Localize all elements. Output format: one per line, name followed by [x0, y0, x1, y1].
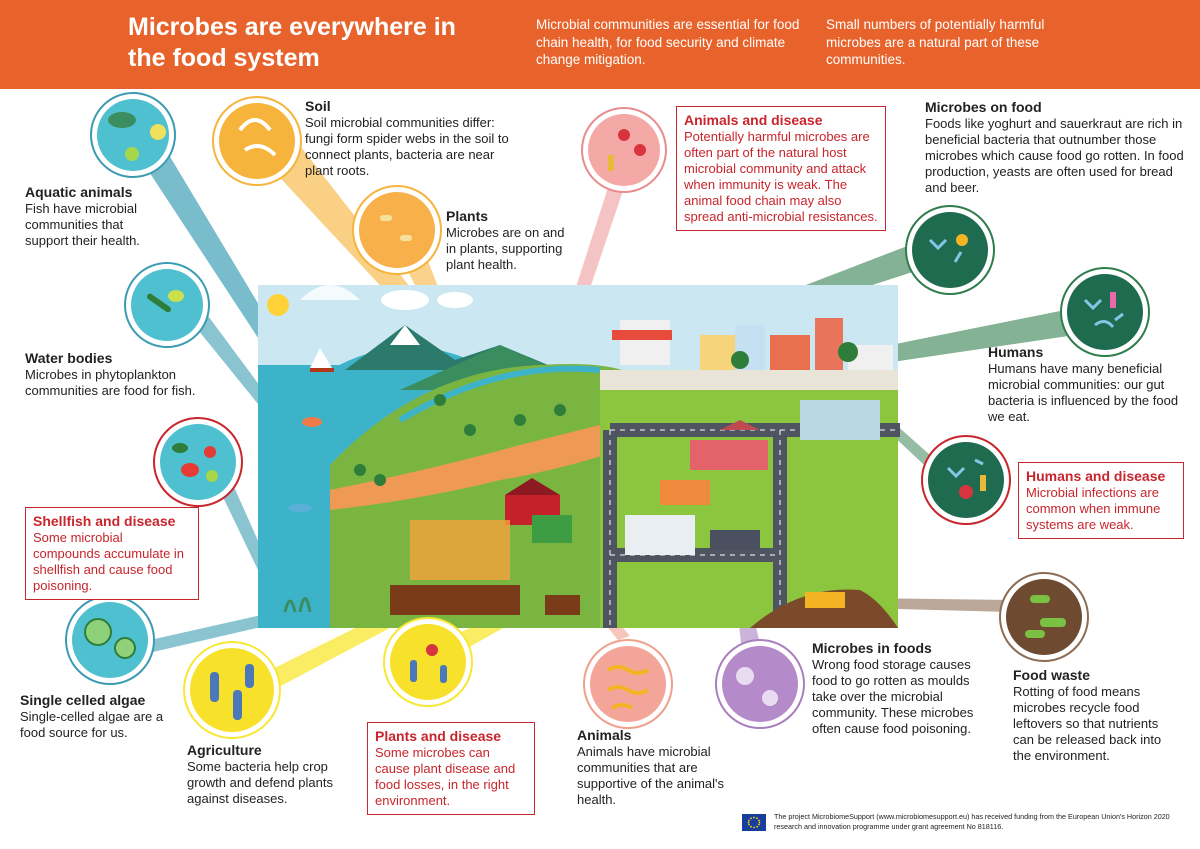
label-title: Microbes on food — [925, 99, 1042, 115]
label-body: Fish have microbial communities that sup… — [25, 201, 140, 248]
animals-microscope — [583, 639, 673, 729]
humans-microscope — [1060, 267, 1150, 357]
label-title: Shellfish and disease — [33, 513, 176, 529]
label-body: Wrong food storage causes food to go rot… — [812, 657, 974, 736]
label-food-waste: Food waste Rotting of food means microbe… — [1013, 666, 1168, 764]
animals-disease-microscope — [581, 107, 667, 193]
label-microbes-in-foods: Microbes in foods Wrong food storage cau… — [812, 639, 982, 737]
label-body: Some microbial compounds accumulate in s… — [33, 530, 185, 593]
label-body: Animals have microbial communities that … — [577, 744, 725, 807]
microbes-in-foods-microscope — [715, 639, 805, 729]
header-banner: Microbes are everywhere in the food syst… — [0, 0, 1200, 89]
agriculture-microscope — [183, 641, 281, 739]
food-waste-microscope — [999, 572, 1089, 662]
label-aquatic-animals: Aquatic animals Fish have microbial comm… — [25, 183, 165, 249]
label-title: Agriculture — [187, 742, 262, 758]
label-humans: Humans Humans have many beneficial micro… — [988, 343, 1188, 425]
intro-text-harmful: Small numbers of potentially harmful mic… — [826, 17, 1045, 67]
label-title: Humans and disease — [1026, 468, 1166, 484]
label-humans-and-disease: Humans and disease Microbial infections … — [1018, 462, 1184, 539]
label-body: Humans have many beneficial microbial co… — [988, 361, 1179, 424]
label-body: Soil microbial communities differ: fungi… — [305, 115, 509, 178]
label-water-bodies: Water bodies Microbes in phytoplankton c… — [25, 349, 215, 399]
label-body: Foods like yoghurt and sauerkraut are ri… — [925, 116, 1184, 195]
label-body: Single-celled algae are a food source fo… — [20, 709, 164, 740]
label-title: Plants — [446, 208, 489, 224]
label-body: Potentially harmful microbes are often p… — [684, 129, 878, 224]
page-title: Microbes are everywhere in the food syst… — [128, 13, 456, 72]
eu-flag-icon — [742, 814, 766, 831]
label-microbes-on-food: Microbes on food Foods like yoghurt and … — [925, 98, 1195, 196]
label-body: Microbes in phytoplankton communities ar… — [25, 367, 196, 398]
label-animals: Animals Animals have microbial communiti… — [577, 726, 727, 808]
label-single-celled-algae: Single celled algae Single-celled algae … — [20, 691, 190, 741]
label-title: Water bodies — [25, 350, 113, 366]
funding-text: The project MicrobiomeSupport (www.micro… — [774, 812, 1170, 831]
label-title: Soil — [305, 98, 331, 114]
single-celled-algae-microscope — [65, 595, 155, 685]
label-body: Rotting of food means microbes recycle f… — [1013, 684, 1162, 763]
label-agriculture: Agriculture Some bacteria help crop grow… — [187, 741, 352, 807]
label-body: Microbes are on and in plants, supportin… — [446, 225, 565, 272]
label-body: Some microbes can cause plant disease an… — [375, 745, 516, 808]
shellfish-disease-microscope — [153, 417, 243, 507]
label-title: Humans — [988, 344, 1044, 360]
landscape-panel — [258, 285, 900, 628]
label-soil: Soil Soil microbial communities differ: … — [305, 97, 520, 179]
plants-disease-microscope — [383, 617, 473, 707]
label-title: Microbes in foods — [812, 640, 932, 656]
soil-microscope — [212, 96, 302, 186]
label-animals-and-disease: Animals and disease Potentially harmful … — [676, 106, 886, 231]
label-plants: Plants Microbes are on and in plants, su… — [446, 207, 576, 273]
plants-microscope — [352, 185, 442, 275]
label-title: Animals — [577, 727, 632, 743]
label-title: Food waste — [1013, 667, 1091, 683]
microbes-on-food-microscope — [905, 205, 995, 295]
microscope-circles — [65, 92, 1150, 739]
label-title: Animals and disease — [684, 112, 823, 128]
label-title: Single celled algae — [20, 692, 146, 708]
label-title: Plants and disease — [375, 728, 502, 744]
label-title: Aquatic animals — [25, 184, 133, 200]
label-body: Microbial infections are common when imm… — [1026, 485, 1161, 532]
label-plants-and-disease: Plants and disease Some microbes can cau… — [367, 722, 535, 815]
label-body: Some bacteria help crop growth and defen… — [187, 759, 333, 806]
label-shellfish-and-disease: Shellfish and disease Some microbial com… — [25, 507, 199, 600]
water-bodies-microscope — [124, 262, 210, 348]
intro-text-essential: Microbial communities are essential for … — [536, 17, 800, 67]
aquatic-animals-microscope — [90, 92, 176, 178]
humans-disease-microscope — [921, 435, 1011, 525]
